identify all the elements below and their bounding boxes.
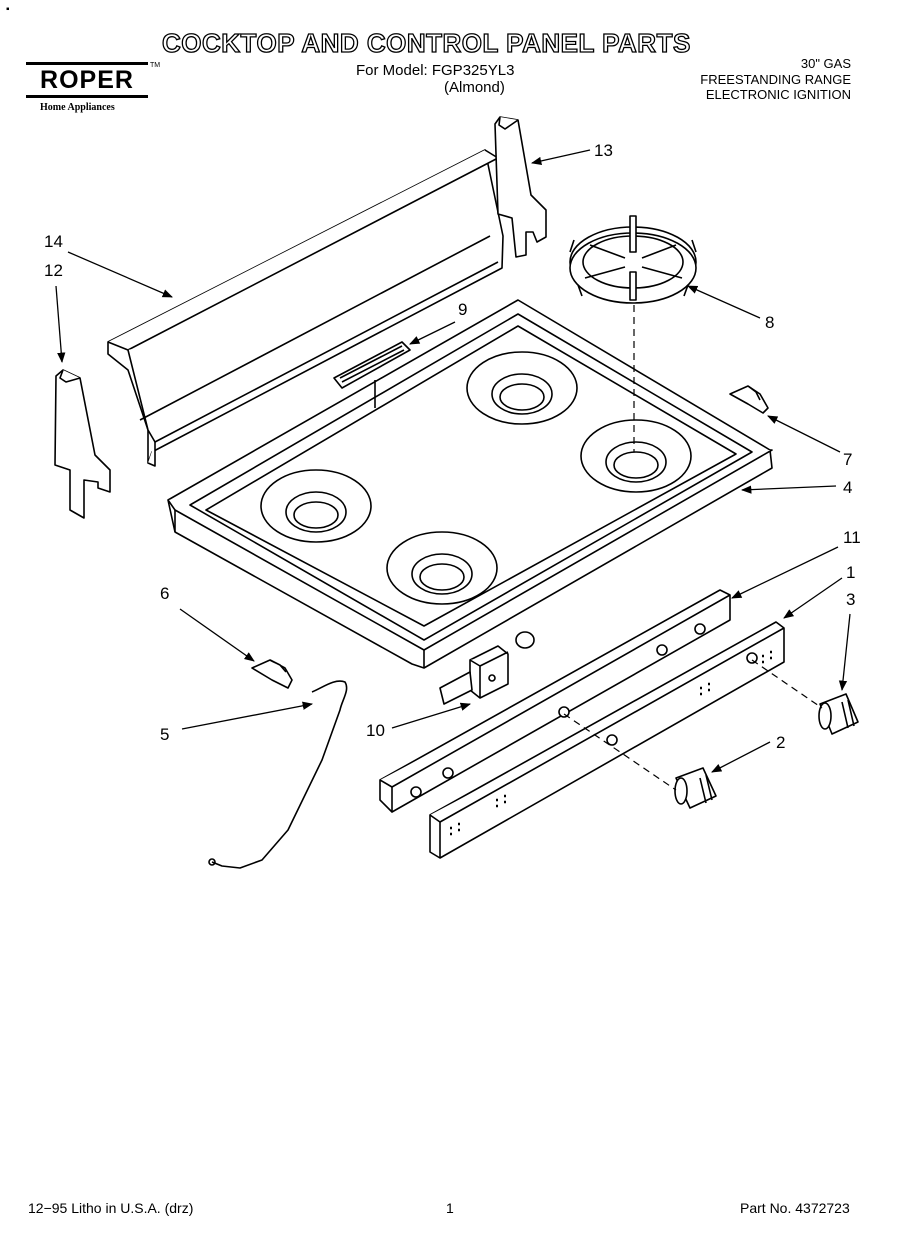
knob-alignment-line	[563, 713, 677, 791]
trademark-mark: TM	[150, 62, 161, 69]
leader-7	[767, 415, 841, 453]
brand-tagline: Home Appliances	[40, 102, 115, 113]
callout-4: 4	[843, 478, 853, 497]
leader-4	[740, 485, 837, 494]
burner-recess-front-left	[386, 531, 498, 605]
left-end-cap-part	[54, 369, 111, 519]
callout-6: 6	[160, 584, 170, 603]
callout-1: 1	[846, 563, 856, 582]
model-number: For Model: FGP325YL3	[356, 62, 515, 79]
burner-knob-part	[674, 767, 717, 809]
leader-9	[409, 321, 456, 345]
leader-8	[687, 285, 761, 319]
callout-13: 13	[594, 141, 613, 160]
page-number: 1	[446, 1200, 454, 1216]
corner-mark: ▪	[6, 4, 10, 15]
leader-2	[711, 741, 771, 773]
callout-11: 11	[843, 528, 861, 547]
igniter-right-part	[729, 385, 769, 414]
callout-3: 3	[846, 590, 856, 609]
part-number: Part No. 4372723	[740, 1200, 850, 1216]
burner-recess-rear-right	[466, 351, 578, 425]
leader-6	[179, 608, 255, 662]
callout-12: 12	[44, 261, 63, 280]
leader-11	[731, 546, 839, 599]
callout-2: 2	[776, 733, 786, 752]
knob-right-alignment-line	[751, 659, 823, 709]
control-panel-part	[429, 621, 785, 859]
litho-footer: 12−95 Litho in U.S.A. (drz)	[28, 1200, 194, 1216]
right-end-cap-part	[494, 116, 547, 258]
backguard-part	[107, 149, 504, 467]
igniter-left-part	[251, 659, 293, 689]
callout-5: 5	[160, 725, 170, 744]
callout-9: 9	[458, 300, 468, 319]
cooktop-part	[167, 299, 773, 669]
callout-14: 14	[44, 232, 63, 251]
leader-3	[838, 613, 851, 692]
spec-line-2: FREESTANDING RANGE	[700, 71, 851, 87]
leader-12	[55, 285, 66, 364]
leader-13	[530, 149, 591, 166]
burner-knob-right-part	[818, 693, 859, 735]
model-color: (Almond)	[444, 79, 505, 96]
spec-line-1: 30" GAS	[800, 56, 851, 71]
burner-grate-part	[569, 215, 697, 304]
leader-10	[391, 702, 471, 729]
leader-14	[67, 251, 173, 298]
igniter-wire-part	[208, 680, 348, 869]
page-title: COCKTOP AND CONTROL PANEL PARTS	[161, 27, 691, 58]
callout-7: 7	[843, 450, 853, 469]
leader-5	[181, 701, 314, 730]
callout-8: 8	[765, 313, 775, 332]
burner-recess-front-right	[580, 419, 692, 493]
brand-logo-word: ROPER	[26, 62, 148, 98]
manifold-panel-part	[379, 589, 731, 813]
spec-line-3: ELECTRONIC IGNITION	[705, 87, 851, 102]
leader-1	[783, 577, 843, 619]
model-info: For Model: FGP325YL3 (Almond)	[356, 62, 514, 96]
spark-module-part	[439, 645, 509, 705]
burner-recess-rear-left	[260, 469, 372, 543]
vent-trim-part	[333, 341, 411, 389]
callout-10: 10	[366, 721, 385, 740]
brand-logo: ROPER TM Home Appliances	[26, 62, 160, 114]
product-spec: 30" GAS FREESTANDING RANGE ELECTRONIC IG…	[700, 56, 851, 103]
